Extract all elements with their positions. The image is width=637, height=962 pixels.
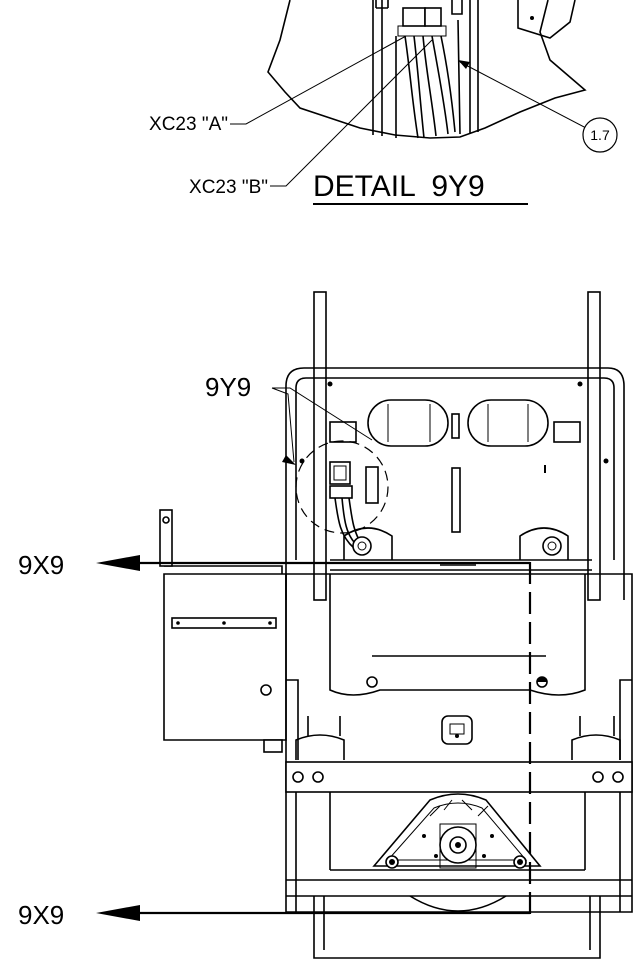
side-post (159, 509, 173, 567)
detail-reference-label: 9Y9 (205, 372, 251, 402)
top-panel-inner (295, 377, 615, 560)
frame-hole-1 (292, 771, 304, 783)
detail-title: DETAIL 9Y9 (313, 170, 485, 203)
roller-right-inner (547, 541, 557, 551)
leader-a (230, 35, 407, 125)
cylinder-right (571, 716, 621, 760)
roller-mount-left (343, 527, 393, 560)
bottom-drum (409, 895, 507, 912)
main-view: 9Y9 (18, 291, 633, 959)
bracket-right-small (553, 421, 581, 443)
callout-xc23-a: XC23 "A" (149, 114, 228, 135)
drum-small-hole-3 (434, 854, 438, 858)
body-hole-left (366, 676, 378, 688)
drum-small-hole-2 (490, 834, 494, 838)
cross-member (330, 559, 592, 571)
section-label-top: 9X9 (18, 550, 64, 580)
rail-hole-2 (222, 621, 226, 625)
connector-body (397, 25, 447, 37)
slot-top-center (451, 413, 460, 439)
body-vertical-lines (286, 679, 632, 760)
oval-cutout-right-inner (487, 404, 529, 442)
lower-frame-bar (285, 761, 633, 793)
detail-reference-leader-2 (271, 387, 295, 463)
panel-hole-tr (577, 381, 583, 387)
detail-bracket (517, 0, 576, 39)
oval-cutout-left (367, 399, 449, 447)
frame-hole-3 (592, 771, 604, 783)
rail-hole-3 (268, 621, 272, 625)
connector-a (402, 7, 426, 27)
section-label-bottom: 9X9 (18, 900, 64, 930)
side-post-hole (162, 516, 170, 524)
drum-small-hole-1 (422, 834, 426, 838)
right-post (587, 291, 601, 601)
drum-bolt-left-center (389, 859, 395, 865)
center-mount-dot (455, 734, 459, 738)
frame-hole-2 (312, 771, 324, 783)
detail-bracket-hole (530, 16, 534, 20)
drum-bolt-right-center (517, 859, 523, 865)
slot-center (451, 467, 461, 533)
roller-right-outer (542, 536, 562, 556)
connector-b (424, 7, 442, 27)
connector-top-left (375, 0, 389, 9)
main-body-upper-curve (329, 574, 586, 696)
oval-cutout-right (467, 399, 549, 447)
relay-box-inner (333, 465, 347, 481)
roller-left-outer (352, 536, 372, 556)
oval-cutout-left-inner (387, 404, 431, 442)
detail-reference-leader (272, 387, 373, 441)
connector-block (329, 485, 353, 499)
leader-balloon (459, 61, 587, 129)
side-bracket (365, 466, 379, 504)
roller-left-inner (357, 541, 367, 551)
cylinder-left (295, 716, 345, 760)
drum-housing-inner (386, 802, 528, 861)
bottom-legs (313, 896, 601, 959)
callout-xc23-b: XC23 "B" (189, 177, 268, 198)
top-panel-outline (285, 367, 625, 600)
balloon-label: 1.7 (590, 127, 610, 143)
connector-top-right (451, 0, 463, 15)
roller-mount-right (519, 527, 569, 560)
detail-reference-arrow (282, 455, 296, 465)
detail-wires (395, 19, 461, 139)
rail-hole-1 (176, 621, 180, 625)
side-box-hole (260, 684, 272, 696)
balloon-circle (582, 117, 618, 153)
leader-balloon-arrow (458, 60, 470, 69)
detail-frame-right (469, 0, 479, 134)
leader-b (270, 39, 433, 187)
body-hole-right-fill (537, 677, 547, 682)
gear-plate (439, 823, 477, 869)
main-body-outline (285, 573, 633, 913)
drum-shading (429, 799, 489, 817)
detail-frame-left (372, 0, 383, 136)
side-box-tab (263, 739, 283, 753)
lower-body-lines (286, 792, 632, 912)
frame-hole-4 (612, 771, 624, 783)
detail-9y9-view: 1.7 XC23 "A" XC23 "B" DETAIL 9Y9 (149, 0, 618, 205)
section-arrow-top-head (96, 555, 140, 571)
panel-hole-ml (299, 458, 305, 464)
detail-break-outline (267, 0, 587, 139)
panel-hole-mr (603, 458, 609, 464)
relay-box (329, 461, 351, 485)
side-box-top (164, 565, 283, 574)
side-box (163, 573, 287, 741)
panel-hole-tl (327, 381, 333, 387)
tab-right (544, 465, 546, 473)
center-mount (441, 715, 473, 745)
detail-circle-9y9 (295, 440, 389, 534)
drum-housing (372, 793, 542, 867)
section-arrow-bottom-head (96, 905, 140, 921)
bracket-left-small (329, 421, 357, 443)
gear-hub (455, 842, 461, 848)
drum-small-hole-4 (482, 854, 486, 858)
